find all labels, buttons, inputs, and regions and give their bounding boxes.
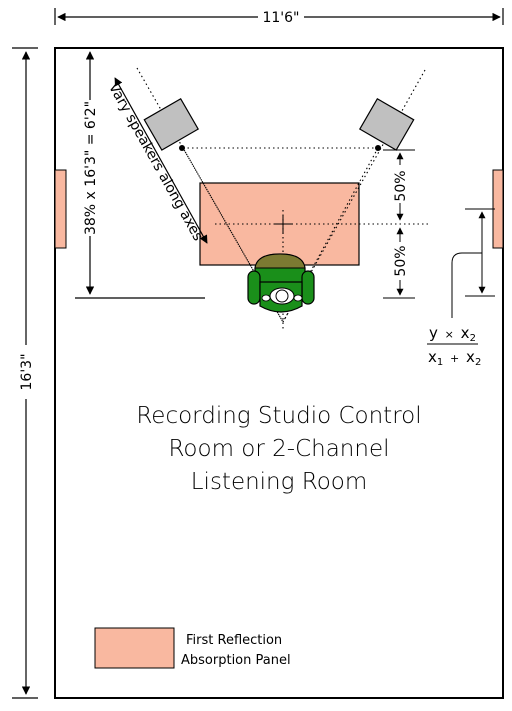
formula-plus: + [450, 352, 459, 365]
listening-position-dimension: 38% x 16'3" = 6'2" [75, 51, 205, 299]
right-triangle-line [282, 147, 379, 323]
width-label: 11'6" [262, 10, 299, 26]
formula-x-num-sub: 2 [470, 333, 476, 344]
panel-position-formula: y × x2 x1 + x2 [427, 324, 481, 369]
diagram-title: Recording Studio Control Room or 2-Chann… [136, 403, 421, 495]
legend-line-2: Absorption Panel [181, 653, 291, 668]
percent-lower-label: 50% [393, 245, 409, 276]
vary-speakers-arrow: Vary speakers along axes [105, 77, 208, 244]
length-dimension: 16'3" [12, 47, 38, 699]
formula-x-num: x [461, 324, 470, 342]
formula-y: y [429, 324, 438, 342]
right-speaker-icon [358, 97, 415, 151]
title-line-1: Recording Studio Control [136, 403, 421, 429]
legend: First Reflection Absorption Panel [94, 627, 291, 669]
percent-dimensions: 50% 50% [383, 149, 415, 299]
formula-x1: x [428, 348, 437, 366]
width-dimension: 11'6" [54, 8, 504, 26]
formula-x2: x [466, 348, 475, 366]
right-speaker-axis [282, 69, 426, 323]
room-outline [54, 47, 504, 699]
svg-text:x1 + x2: x1 + x2 [428, 348, 481, 369]
legend-swatch [94, 627, 175, 669]
svg-text:y × x2: y × x2 [429, 324, 476, 344]
side-panel-left [54, 169, 67, 249]
title-line-2: Room or 2-Channel [168, 436, 389, 462]
formula-x2-sub: 2 [475, 357, 481, 368]
side-panel-dimension [451, 208, 495, 318]
percent-upper-label: 50% [393, 170, 409, 201]
formula-x1-sub: 1 [437, 357, 443, 368]
legend-line-1: First Reflection [186, 633, 282, 648]
title-line-3: Listening Room [191, 469, 368, 495]
listener-chair-icon [247, 253, 315, 313]
formula-times: × [445, 328, 454, 341]
length-label: 16'3" [19, 353, 35, 390]
listening-position-label: 38% x 16'3" = 6'2" [83, 101, 99, 235]
